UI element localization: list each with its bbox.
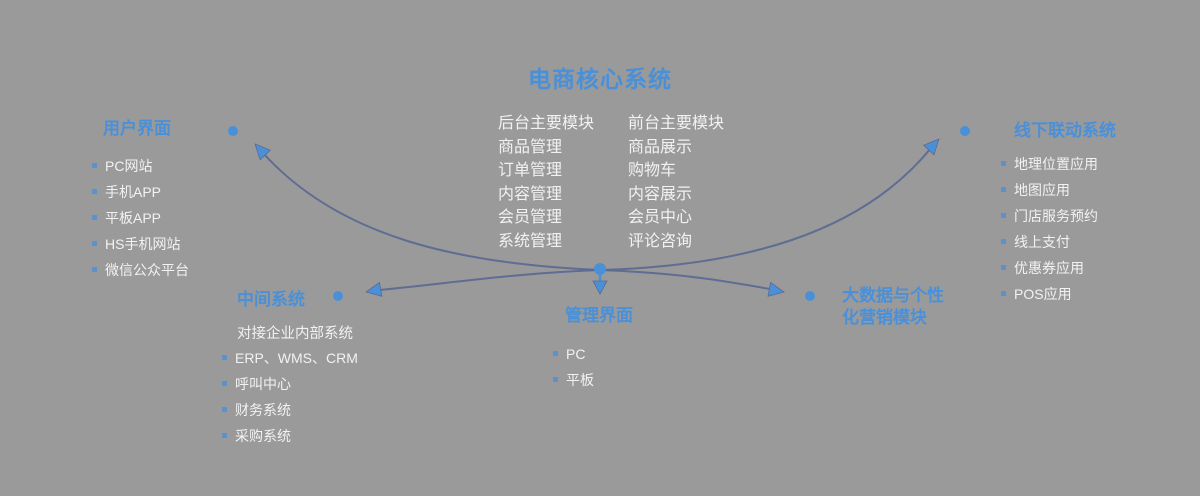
list-item: 地图应用 (1001, 177, 1098, 203)
middle-list: ERP、WMS、CRM 呼叫中心 财务系统 采购系统 (222, 345, 358, 449)
node-dot-hub (594, 263, 606, 275)
list-item: 地理位置应用 (1001, 151, 1098, 177)
list-item-label: 地理位置应用 (1014, 156, 1098, 172)
middle-intro: 对接企业内部系统 (237, 326, 353, 342)
core-backend-item: 商品管理 (498, 138, 563, 156)
list-item: 呼叫中心 (222, 371, 358, 397)
list-item-label: 线上支付 (1014, 234, 1070, 250)
list-item: 财务系统 (222, 397, 358, 423)
module-title-user-interface: 用户界面 (103, 119, 171, 138)
bullet-icon (1001, 213, 1006, 218)
core-frontend-header: 前台主要模块 (628, 115, 725, 132)
list-item: 微信公众平台 (92, 257, 189, 283)
bigdata-title-line2: 化营销模块 (842, 308, 927, 327)
bigdata-title-line1: 大数据与个性 (842, 286, 944, 305)
bullet-icon (1001, 239, 1006, 244)
core-backend-item: 系统管理 (498, 232, 563, 250)
list-item: 优惠券应用 (1001, 255, 1098, 281)
node-dot-middle (333, 291, 343, 301)
bullet-icon (1001, 291, 1006, 296)
core-backend-header: 后台主要模块 (498, 115, 595, 132)
core-backend-column: 后台主要模块 商品管理 订单管理 内容管理 会员管理 系统管理 (498, 112, 594, 254)
list-item: POS应用 (1001, 281, 1098, 307)
module-title-offline: 线下联动系统 (1014, 121, 1116, 140)
arrowhead-bigdata-icon (767, 281, 785, 297)
list-item-label: ERP、WMS、CRM (235, 350, 358, 366)
module-title-bigdata: 大数据与个性 化营销模块 (842, 285, 944, 329)
bullet-icon (1001, 187, 1006, 192)
list-item: PC网站 (92, 153, 189, 179)
list-item: 采购系统 (222, 423, 358, 449)
module-title-management: 管理界面 (565, 306, 633, 325)
bullet-icon (222, 433, 227, 438)
list-item: 门店服务预约 (1001, 203, 1098, 229)
list-item-label: 门店服务预约 (1014, 208, 1098, 224)
bullet-icon (553, 351, 558, 356)
bullet-icon (1001, 161, 1006, 166)
page-title: 电商核心系统 (528, 66, 672, 92)
arrowhead-offline-icon (922, 138, 940, 156)
list-item-label: 平板APP (105, 210, 162, 226)
list-item: 手机APP (92, 179, 189, 205)
core-frontend-item: 内容展示 (628, 185, 693, 203)
user-interface-list: PC网站 手机APP 平板APP HS手机网站 微信公众平台 (92, 153, 189, 283)
core-backend-item: 内容管理 (498, 185, 563, 203)
list-item: 平板APP (92, 205, 189, 231)
core-backend-item: 订单管理 (498, 162, 563, 180)
list-item-label: PC网站 (105, 158, 153, 174)
core-backend-item: 会员管理 (498, 209, 563, 227)
bullet-icon (92, 163, 97, 168)
core-frontend-column: 前台主要模块 商品展示 购物车 内容展示 会员中心 评论咨询 (628, 112, 724, 254)
arrowhead-user-interface-icon (254, 143, 272, 161)
bullet-icon (222, 381, 227, 386)
arrowhead-middle-icon (365, 281, 383, 297)
list-item-label: 平板 (566, 372, 594, 388)
list-item-label: POS应用 (1014, 286, 1072, 302)
bullet-icon (553, 377, 558, 382)
node-dot-user-interface (228, 126, 238, 136)
bullet-icon (222, 407, 227, 412)
core-frontend-item: 购物车 (628, 162, 677, 180)
node-dot-bigdata (805, 291, 815, 301)
arrowhead-down-icon (592, 280, 608, 295)
core-frontend-item: 商品展示 (628, 138, 693, 156)
list-item-label: 地图应用 (1014, 182, 1070, 198)
list-item-label: PC (566, 346, 586, 362)
list-item: ERP、WMS、CRM (222, 345, 358, 371)
bullet-icon (92, 267, 97, 272)
list-item-label: 财务系统 (235, 402, 291, 418)
node-dot-offline (960, 126, 970, 136)
bullet-icon (222, 355, 227, 360)
module-title-middle: 中间系统 (237, 290, 305, 309)
bullet-icon (92, 241, 97, 246)
core-frontend-item: 评论咨询 (628, 232, 693, 250)
list-item: 线上支付 (1001, 229, 1098, 255)
list-item-label: 采购系统 (235, 428, 291, 444)
list-item-label: 呼叫中心 (235, 376, 291, 392)
bullet-icon (1001, 265, 1006, 270)
list-item: PC (553, 341, 594, 367)
core-frontend-item: 会员中心 (628, 209, 693, 227)
list-item-label: 微信公众平台 (105, 262, 189, 278)
list-item: 平板 (553, 367, 594, 393)
list-item: HS手机网站 (92, 231, 189, 257)
bullet-icon (92, 189, 97, 194)
list-item-label: 优惠券应用 (1014, 260, 1084, 276)
bullet-icon (92, 215, 97, 220)
list-item-label: HS手机网站 (105, 236, 181, 252)
management-list: PC 平板 (553, 341, 594, 393)
list-item-label: 手机APP (105, 184, 162, 200)
offline-list: 地理位置应用 地图应用 门店服务预约 线上支付 优惠券应用 POS应用 (1001, 151, 1098, 307)
